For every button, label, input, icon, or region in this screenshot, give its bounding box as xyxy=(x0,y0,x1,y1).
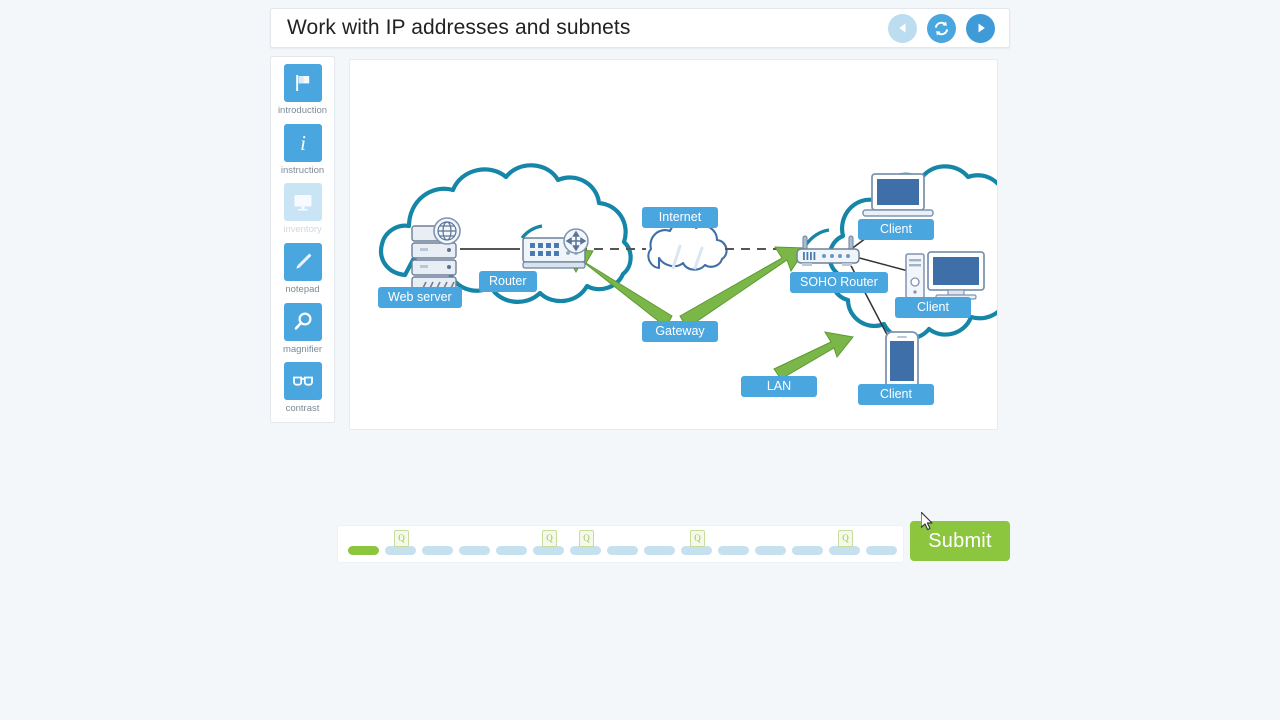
sidebar-label-inventory: inventory xyxy=(283,224,322,236)
network-diagram-panel: Web server Router Internet Gateway SOHO … xyxy=(349,59,998,430)
node-label-client-1: Client xyxy=(858,219,934,240)
page-title: Work with IP addresses and subnets xyxy=(287,16,631,39)
back-button[interactable] xyxy=(888,13,917,43)
question-marker[interactable]: Q xyxy=(838,530,853,547)
progress-segment[interactable] xyxy=(496,546,527,555)
svg-text:i: i xyxy=(300,131,306,155)
sidebar-label-magnifier: magnifier xyxy=(282,343,323,355)
progress-segment[interactable] xyxy=(459,546,490,555)
question-marker[interactable]: Q xyxy=(579,530,594,547)
node-label-internet: Internet xyxy=(642,207,718,228)
sidebar-item-magnifier[interactable]: magnifier xyxy=(270,302,335,363)
node-label-lan: LAN xyxy=(741,376,817,397)
router-switch-icon xyxy=(520,224,589,269)
forward-button[interactable] xyxy=(966,13,995,43)
progress-segment[interactable] xyxy=(866,546,897,555)
tool-sidebar: introduction i instruction inventory not… xyxy=(270,56,335,423)
magnifier-icon xyxy=(283,302,322,341)
mouse-cursor xyxy=(921,512,933,531)
sidebar-label-instruction: instruction xyxy=(280,164,325,176)
progress-segment[interactable] xyxy=(681,546,712,555)
node-label-gateway: Gateway xyxy=(642,321,718,342)
refresh-button[interactable] xyxy=(927,13,956,43)
title-bar: Work with IP addresses and subnets xyxy=(270,8,1010,48)
desktop-client-icon xyxy=(905,251,985,300)
progress-segments xyxy=(348,546,897,555)
triangle-left-icon xyxy=(898,23,905,33)
mobile-client-icon xyxy=(885,331,919,391)
node-label-client-2: Client xyxy=(895,297,971,318)
question-marker[interactable]: Q xyxy=(542,530,557,547)
progress-segment[interactable] xyxy=(348,546,379,555)
sidebar-item-introduction[interactable]: introduction xyxy=(270,64,335,124)
progress-segment[interactable] xyxy=(422,546,453,555)
progress-segment[interactable] xyxy=(533,546,564,555)
progress-segment[interactable] xyxy=(607,546,638,555)
sidebar-label-notepad: notepad xyxy=(285,284,320,296)
flag-icon xyxy=(283,64,322,102)
info-icon: i xyxy=(283,123,322,162)
node-label-web-server: Web server xyxy=(378,287,462,308)
sidebar-item-notepad[interactable]: notepad xyxy=(270,243,335,303)
refresh-icon xyxy=(934,20,949,36)
progress-segment[interactable] xyxy=(755,546,786,555)
node-label-client-3: Client xyxy=(858,384,934,405)
triangle-right-icon xyxy=(978,23,985,33)
navigation-buttons xyxy=(888,13,1009,43)
question-marker[interactable]: Q xyxy=(690,530,705,547)
soho-router-icon xyxy=(796,228,860,266)
progress-segment[interactable] xyxy=(570,546,601,555)
submit-button[interactable]: Submit xyxy=(910,521,1010,561)
progress-segment[interactable] xyxy=(385,546,416,555)
progress-segment[interactable] xyxy=(829,546,860,555)
question-marker[interactable]: Q xyxy=(394,530,409,547)
pencil-icon xyxy=(283,243,322,282)
laptop-client-icon xyxy=(862,173,934,217)
sidebar-item-contrast[interactable]: contrast xyxy=(270,362,335,422)
node-label-soho-router: SOHO Router xyxy=(790,272,888,293)
network-diagram xyxy=(379,163,997,391)
sidebar-label-contrast: contrast xyxy=(285,403,320,415)
internet-cloud-icon xyxy=(647,220,728,271)
progress-segment[interactable] xyxy=(718,546,749,555)
node-label-router: Router xyxy=(479,271,537,292)
monitor-icon xyxy=(283,183,322,222)
sidebar-item-inventory: inventory xyxy=(270,183,335,243)
progress-segment[interactable] xyxy=(792,546,823,555)
progress-segment[interactable] xyxy=(644,546,675,555)
glasses-icon xyxy=(283,362,322,401)
sidebar-label-introduction: introduction xyxy=(277,105,328,116)
sidebar-item-instruction[interactable]: i instruction xyxy=(270,123,335,184)
